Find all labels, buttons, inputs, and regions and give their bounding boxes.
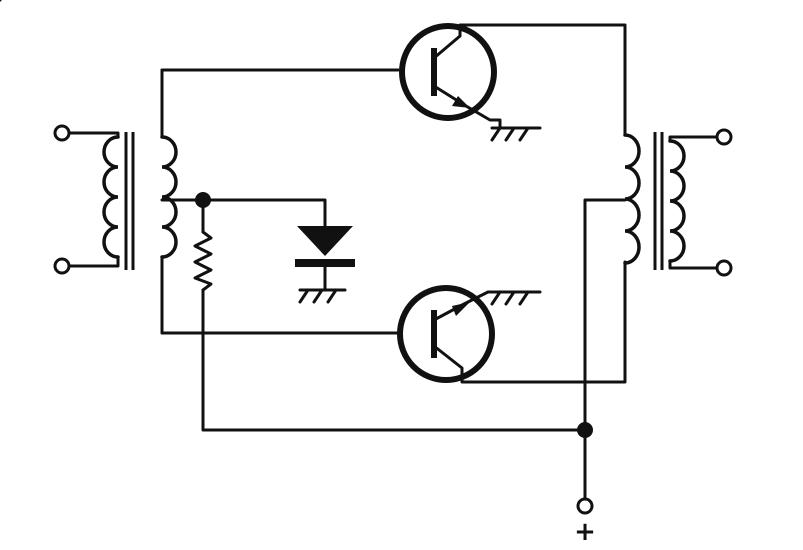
diode-triangle [297, 226, 353, 256]
transistor-bottom [0, 0, 542, 384]
transistor-top-envelope [399, 23, 497, 121]
output-terminal-bottom [715, 259, 733, 277]
input-transformer-primary-winding [67, 131, 120, 268]
junction-center-tap [195, 192, 211, 208]
output-transformer [623, 128, 733, 277]
transistor-top [0, 0, 542, 142]
transistor-bottom-collector [432, 344, 482, 384]
transistor-top-ground-symbol [490, 126, 542, 142]
input-terminal-bottom [53, 257, 71, 275]
transistor-bottom-envelope [397, 285, 495, 383]
transistor-top-emitter [432, 84, 502, 130]
wire-bottom-collector [478, 260, 627, 384]
wiring [160, 23, 627, 501]
wire-output-center-tap [583, 198, 627, 501]
input-transformer [53, 68, 178, 335]
wire-center-tap-to-diode [160, 198, 327, 228]
wire-resistor-to-supply [201, 288, 587, 432]
bias-resistor [193, 230, 213, 292]
transistor-bottom-ground-symbol [486, 290, 542, 306]
output-transformer-secondary-winding [668, 135, 719, 270]
input-terminal-top [53, 124, 71, 142]
diode-cathode-bar [295, 259, 355, 267]
supply-plus-label: + [574, 517, 596, 547]
transistor-top-collector [432, 23, 480, 60]
input-transformer-secondary-winding [160, 68, 178, 335]
supply-terminal [576, 497, 594, 515]
junction-supply [577, 422, 593, 438]
transistor-bottom-emitter-arrow [452, 302, 470, 316]
diode-ground-symbol [298, 288, 347, 304]
output-transformer-primary-winding [623, 133, 641, 265]
bias-diode [295, 226, 355, 304]
output-terminal-top [715, 128, 733, 146]
transistor-top-emitter-arrow [452, 96, 470, 108]
wire-top-collector [476, 23, 627, 137]
